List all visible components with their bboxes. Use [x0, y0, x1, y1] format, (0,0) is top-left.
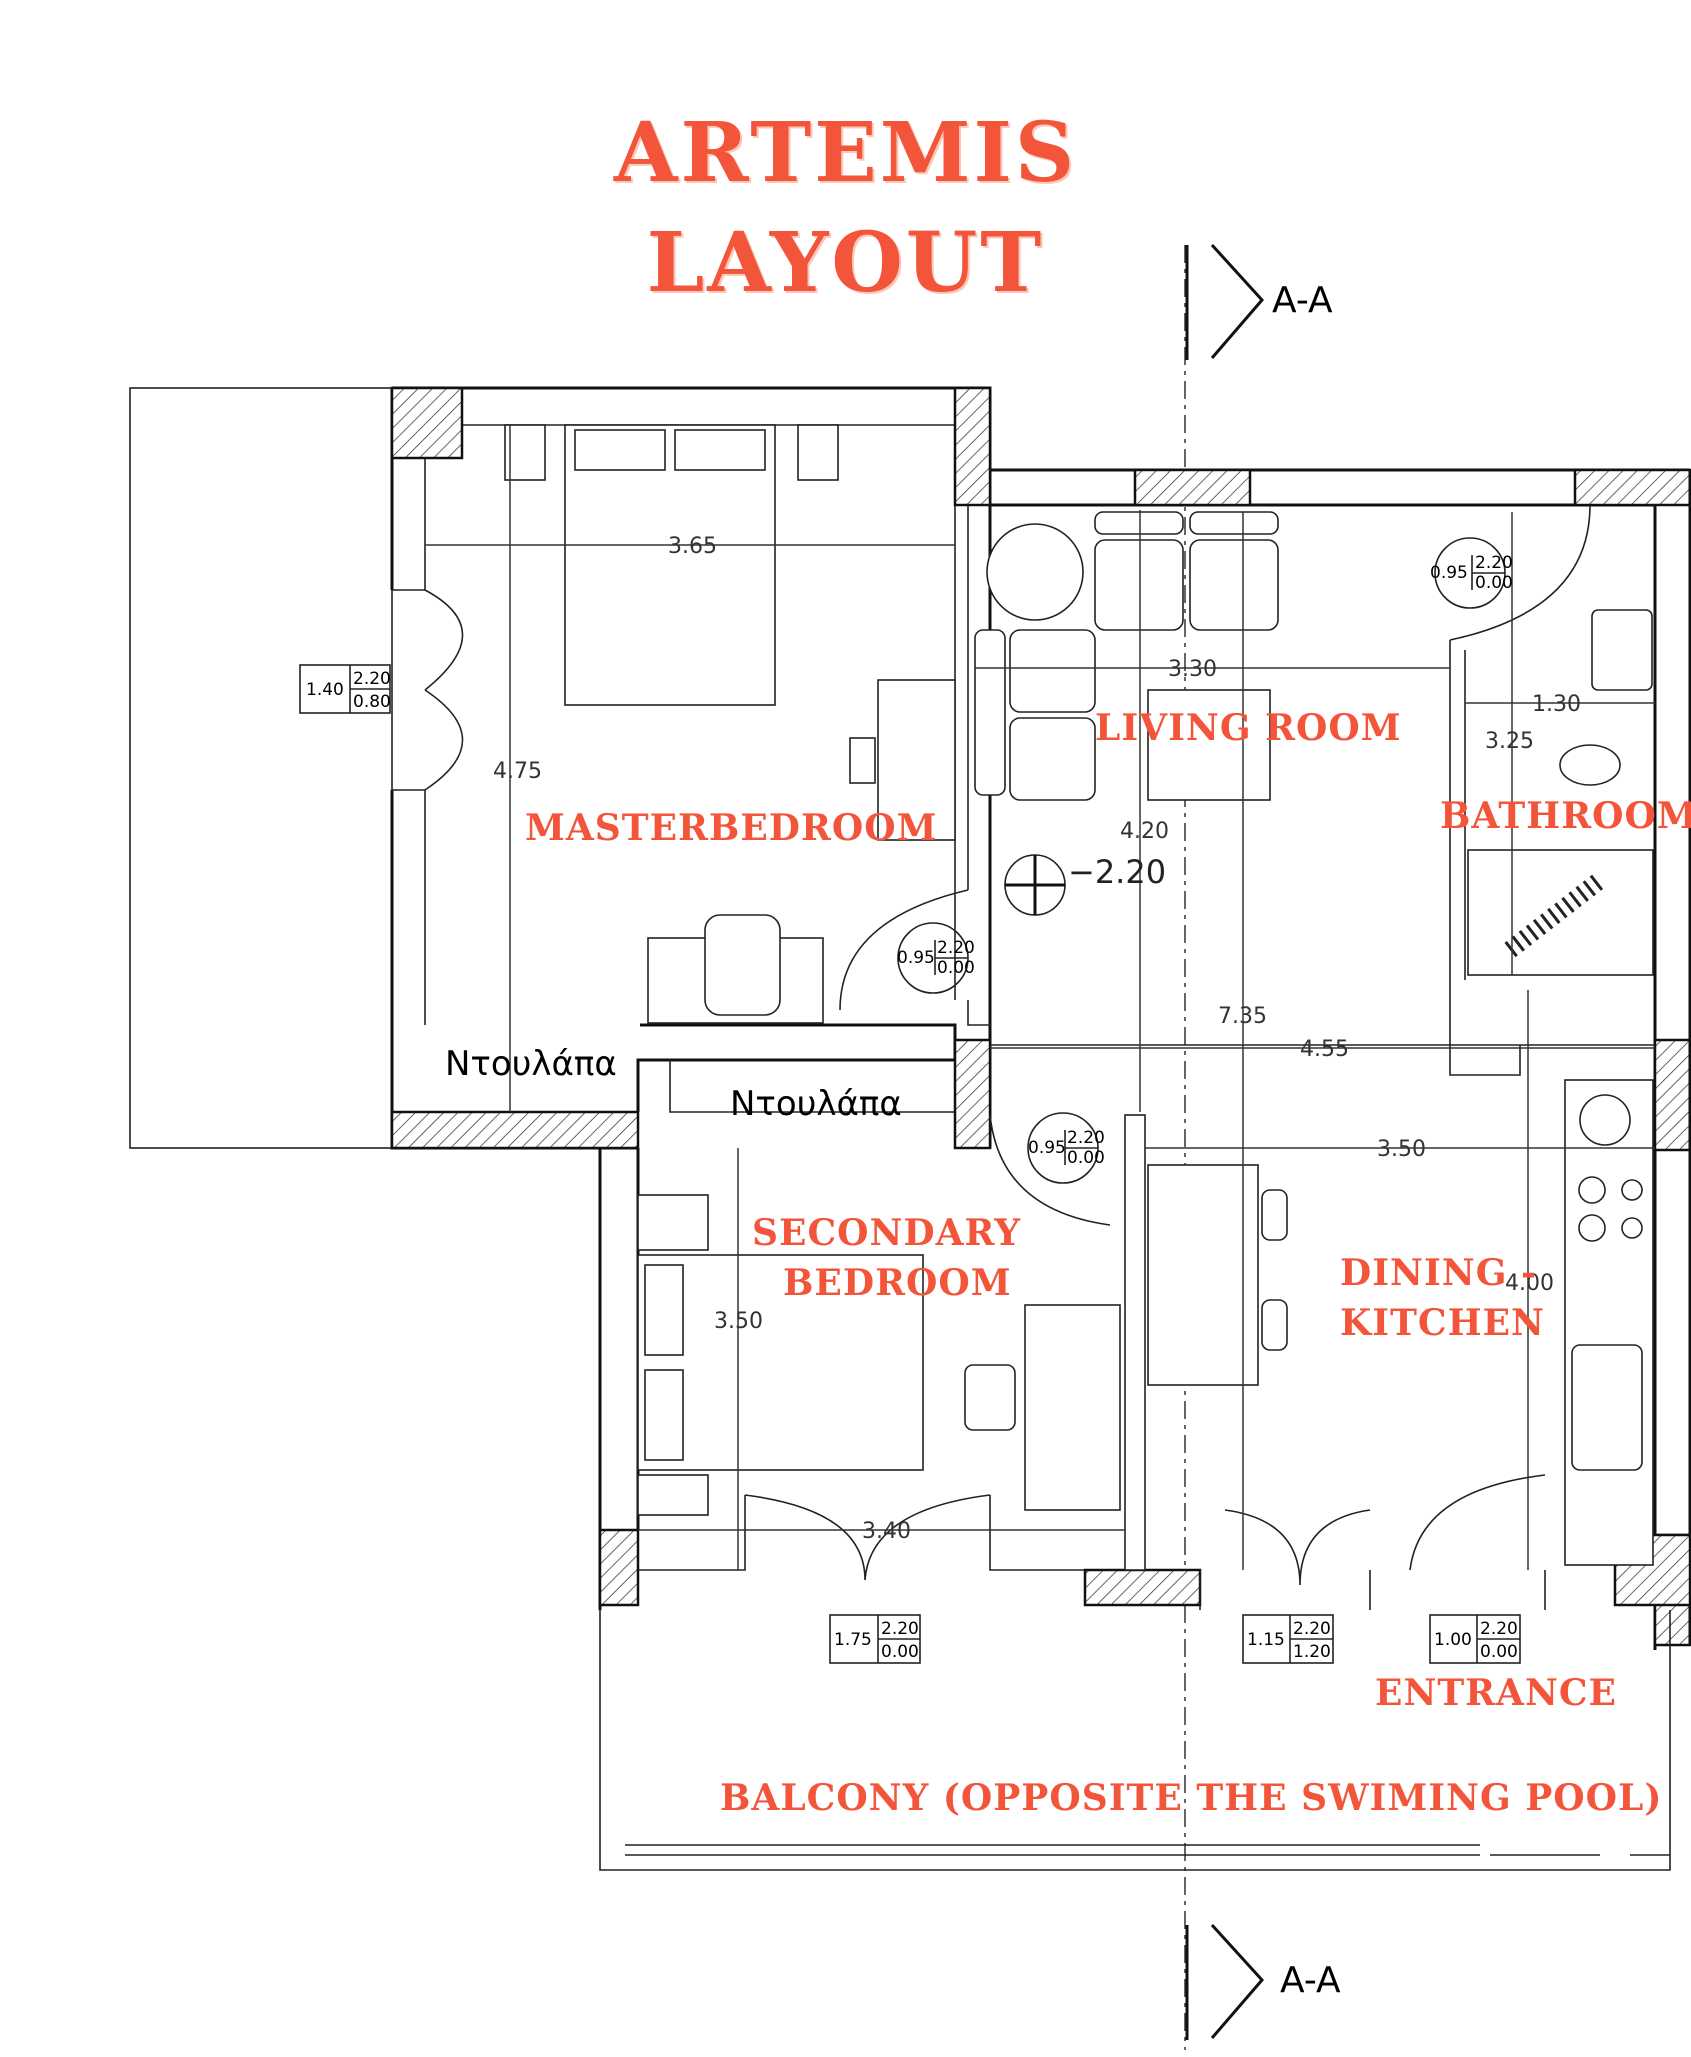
dim-living-height: 4.20: [1120, 819, 1169, 844]
opening-3-width: 0.95: [897, 948, 935, 968]
dining-table: [1147, 1164, 1259, 1386]
room-label-secondary-1: SECONDARY: [752, 1212, 1021, 1254]
kitchen-counter: [1564, 1079, 1654, 1566]
dim-overall-height: 7.35: [1218, 1004, 1267, 1029]
opening-7-height: 2.20: [1480, 1619, 1518, 1639]
room-label-entrance: ENTRANCE: [1375, 1672, 1617, 1714]
dim-secondary-height: 3.50: [714, 1309, 763, 1334]
opening-3-height: 2.20: [937, 938, 975, 958]
sofa: [1009, 629, 1096, 713]
office-chair: [704, 914, 781, 1016]
plan-title-line1: ARTEMIS: [613, 105, 1078, 201]
opening-2-height: 2.20: [1475, 553, 1513, 573]
washbasin: [1591, 609, 1653, 691]
room-label-dining-2: KITCHEN: [1340, 1302, 1545, 1344]
double-bed: [564, 424, 776, 706]
single-bed: [637, 1254, 924, 1471]
dim-living-width: 3.30: [1168, 657, 1217, 682]
room-label-dining-1: DINING -: [1340, 1252, 1537, 1294]
opening-7-sill: 0.00: [1480, 1642, 1518, 1662]
coffee-table: [1147, 689, 1271, 801]
opening-4-height: 2.20: [1067, 1128, 1105, 1148]
plan-title-line2: LAYOUT: [646, 215, 1045, 311]
opening-6-sill: 1.20: [1293, 1642, 1331, 1662]
terrace-outline: [129, 387, 393, 1149]
desk: [877, 679, 956, 841]
section-mark-top: A-A: [1272, 280, 1333, 321]
doors: [392, 504, 1591, 1586]
opening-1-sill: 0.80: [353, 692, 391, 712]
dim-master-width: 3.65: [668, 534, 717, 559]
opening-6-width: 1.15: [1247, 1630, 1285, 1650]
dim-master-height: 4.75: [493, 759, 542, 784]
dim-bath-height: 3.25: [1485, 729, 1534, 754]
room-label-bathroom: BATHROOM: [1440, 795, 1691, 837]
opening-5-height: 2.20: [881, 1619, 919, 1639]
dim-overall-width: 4.55: [1300, 1037, 1349, 1062]
shower: [1467, 849, 1654, 976]
level-label: −2.20: [1068, 853, 1166, 891]
furniture: [504, 424, 1654, 1566]
dim-secondary-width: 3.40: [862, 1519, 911, 1544]
opening-5-sill: 0.00: [881, 1642, 919, 1662]
sink: [1571, 1344, 1643, 1471]
opening-1-height: 2.20: [353, 669, 391, 689]
dim-dining-height: 4.00: [1505, 1271, 1554, 1296]
dim-dining-width: 3.50: [1377, 1137, 1426, 1162]
opening-4-width: 0.95: [1028, 1138, 1066, 1158]
section-mark-bottom: A-A: [1280, 1960, 1341, 2001]
opening-tags: [299, 537, 1521, 1664]
opening-4-sill: 0.00: [1067, 1148, 1105, 1168]
desk-secondary: [1024, 1304, 1121, 1511]
opening-2-width: 0.95: [1430, 563, 1468, 583]
dimension-lines: [425, 425, 1655, 1570]
closet-secondary-label: Ντουλάπα: [730, 1084, 902, 1124]
opening-2-sill: 0.00: [1475, 573, 1513, 593]
opening-6-height: 2.20: [1293, 1619, 1331, 1639]
toilet: [1559, 744, 1621, 786]
opening-7-width: 1.00: [1434, 1630, 1472, 1650]
room-label-balcony: BALCONY (OPPOSITE THE SWIMING POOL): [720, 1777, 1662, 1819]
opening-3-sill: 0.00: [937, 958, 975, 978]
opening-1-width: 1.40: [306, 680, 344, 700]
opening-5-width: 1.75: [834, 1630, 872, 1650]
dim-bath-width: 1.30: [1532, 692, 1581, 717]
section-line: [1184, 243, 1265, 2050]
room-label-master: MASTERBEDROOM: [525, 807, 938, 849]
round-table: [986, 523, 1084, 621]
room-label-secondary-2: BEDROOM: [783, 1262, 1012, 1304]
room-label-living: LIVING ROOM: [1095, 707, 1402, 749]
closet-master-label: Ντουλάπα: [445, 1044, 617, 1084]
